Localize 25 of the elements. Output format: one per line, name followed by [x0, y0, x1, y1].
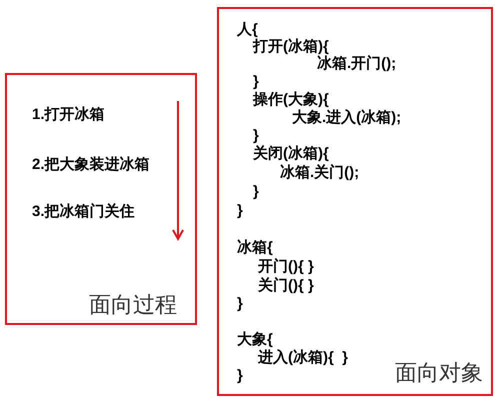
step-text: 1.打开冰箱: [32, 106, 105, 124]
code-line: 冰箱.开门();: [317, 55, 396, 73]
code-line: 开门(){ }: [258, 258, 314, 276]
code-line: }: [253, 127, 259, 145]
code-line: 大象.进入(冰箱);: [292, 109, 402, 127]
code-line: }: [253, 183, 259, 201]
code-line: }: [237, 295, 243, 313]
code-line: 关门(){ }: [258, 277, 314, 295]
step-text: 3.把冰箱门关住: [32, 203, 135, 221]
outlined-panel: [217, 7, 493, 396]
panel-caption: 面向过程: [89, 292, 177, 318]
step-text: 2.把大象装进冰箱: [32, 156, 150, 174]
code-line: 关闭(冰箱){: [253, 145, 329, 163]
outlined-panel: [5, 73, 197, 325]
code-line: 冰箱{: [237, 239, 273, 257]
code-line: 进入(冰箱){ }: [258, 349, 348, 367]
code-line: }: [237, 367, 243, 385]
code-line: 冰箱.关门();: [280, 164, 360, 182]
panel-caption: 面向对象: [395, 360, 483, 386]
code-line: 大象{: [237, 331, 273, 349]
code-line: 操作(大象){: [253, 91, 329, 109]
code-line: 人{: [237, 21, 258, 38]
code-line: }: [237, 202, 243, 220]
code-line: }: [253, 73, 259, 91]
code-line: 打开(冰箱){: [253, 38, 329, 56]
